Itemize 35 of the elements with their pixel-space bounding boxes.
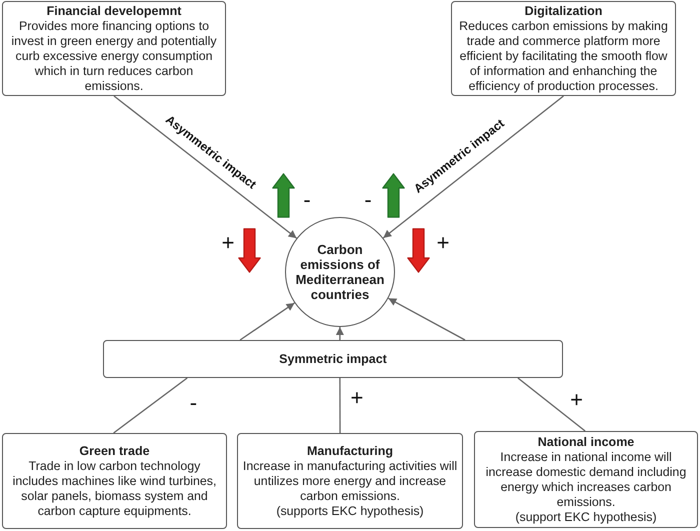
sign-label: + [436,231,450,255]
box-description: Increase in manufacturing activities will untilizes more energy and increase carbon emissions. [242,458,458,504]
hypothesis-note: (support EKC hypothesis) [515,510,657,524]
factor-box [2,433,227,529]
factor-box [474,431,698,528]
factor-box [237,433,463,529]
sign-label: + [350,386,364,410]
box-heading: Manufacturing [306,444,394,458]
box-heading: National income [538,434,634,450]
factor-box [2,1,226,96]
circle-label: Carbon emissions of Mediterranean countries [294,242,386,302]
connector-line [113,377,188,434]
sign-label: + [222,231,234,255]
connector-line [339,378,341,433]
box-heading: Green trade [79,444,150,458]
sign-label: - [364,188,372,212]
connector-arrow [114,95,297,239]
box-description: Increase in national income will increase domestic demand including energy which increases carbon emissions. [484,450,688,510]
factor-box [451,1,676,96]
sign-label: - [303,188,311,212]
box-heading: Financial developemnt [46,4,182,18]
connector-line [518,377,586,432]
connector-arrow [336,327,344,340]
box-heading: Digitalization [524,4,602,18]
impact-box [103,340,563,378]
box-description: Trade in low carbon technology includes machines like wind turbines, solar panels, biomass system and carbon capture equipments. [12,458,218,518]
box-description: Provides more financing options to invest in green energy and potentially curb excessive energy consumption which in turn reduces carbon emissions. [10,18,218,94]
sign-label: - [190,390,198,414]
connector-arrow [388,298,466,341]
box-description: Reduces carbon emissions by making trade and commerce platform more efficient by facilitating the smooth flow of information and enhanching the efficiency of production processes. [458,18,669,94]
connector-arrow [382,95,564,238]
hypothesis-note: (supports EKC hypothesis) [276,504,424,518]
sign-label: + [570,388,583,412]
connector-arrow [240,302,295,341]
impact-heading: Symmetric impact [279,352,387,366]
